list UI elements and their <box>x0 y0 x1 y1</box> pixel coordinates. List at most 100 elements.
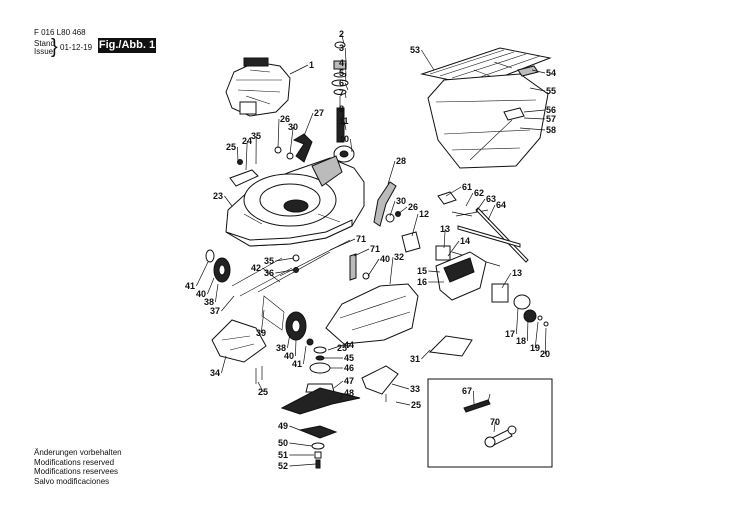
callout-number-37: 37 <box>210 306 220 316</box>
leader-line <box>196 261 209 287</box>
leader-line <box>275 269 295 274</box>
callout-number-31: 31 <box>410 354 420 364</box>
callout-number-1: 1 <box>309 60 314 70</box>
callout-number-30: 30 <box>396 196 406 206</box>
leader-line <box>287 333 291 349</box>
leader-line <box>295 339 297 357</box>
tools-box <box>427 378 553 468</box>
callout-number-25: 25 <box>258 387 268 397</box>
leader-line <box>527 317 529 342</box>
handle-rods <box>437 191 529 263</box>
callout-number-58: 58 <box>546 125 556 135</box>
leader-line <box>544 327 547 355</box>
leader-line <box>387 160 396 185</box>
callout-number-12: 12 <box>419 209 429 219</box>
callout-number-54: 54 <box>546 68 556 78</box>
callout-number-5: 5 <box>339 68 344 78</box>
callout-number-6: 6 <box>339 78 344 88</box>
callout-number-47: 47 <box>344 376 354 386</box>
leader-line <box>303 112 314 137</box>
callout-number-16: 16 <box>417 277 427 287</box>
leader-line <box>341 33 345 45</box>
brace-icon: } <box>51 36 58 58</box>
leader-line <box>245 140 248 171</box>
leader-line <box>421 49 435 71</box>
leader-line <box>367 258 380 277</box>
callout-number-15: 15 <box>417 266 427 276</box>
callout-number-40: 40 <box>196 289 206 299</box>
callout-number-64: 64 <box>496 200 506 210</box>
callout-number-46: 46 <box>344 363 354 373</box>
leader-line <box>475 198 486 213</box>
leader-line <box>350 138 353 153</box>
callout-number-40: 40 <box>380 254 390 264</box>
document-id: F 016 L80 468 <box>34 28 86 37</box>
leader-line <box>523 117 546 120</box>
leader-line <box>531 69 546 74</box>
callout-number-4: 4 <box>339 58 344 68</box>
callout-number-49: 49 <box>278 421 288 431</box>
callout-number-26: 26 <box>280 114 290 124</box>
callout-number-2: 2 <box>339 29 344 39</box>
side-bracket <box>373 181 397 227</box>
callout-number-70: 70 <box>490 417 500 427</box>
callout-number-27: 27 <box>314 108 324 118</box>
leader-line <box>237 146 239 163</box>
leader-line <box>221 355 227 374</box>
leader-line <box>523 109 546 113</box>
leader-line <box>289 463 317 467</box>
callout-number-35: 35 <box>251 131 261 141</box>
callout-number-40: 40 <box>284 351 294 361</box>
handle-bracket <box>292 133 313 163</box>
leader-line <box>501 272 512 289</box>
leader-line <box>289 126 294 155</box>
callout-number-53: 53 <box>410 45 420 55</box>
callout-number-10: 10 <box>339 134 349 144</box>
callout-number-18: 18 <box>516 336 526 346</box>
leader-line <box>519 127 546 131</box>
callout-number-50: 50 <box>278 438 288 448</box>
leader-line <box>487 204 496 221</box>
leader-line <box>215 283 219 303</box>
callout-number-71: 71 <box>356 234 366 244</box>
callout-number-44: 44 <box>344 340 354 350</box>
grass-box <box>420 47 552 169</box>
callout-number-38: 38 <box>204 297 214 307</box>
footnote-line: Modifications reservees <box>34 467 119 477</box>
leader-line <box>421 349 431 360</box>
callout-number-34: 34 <box>210 368 220 378</box>
callout-number-67: 67 <box>462 386 472 396</box>
leader-line <box>428 270 441 273</box>
blade-guard <box>325 283 473 402</box>
callout-number-7: 7 <box>339 88 344 98</box>
callout-number-39: 39 <box>256 328 266 338</box>
leader-line <box>344 92 347 99</box>
leader-line <box>289 425 301 431</box>
engine-part <box>225 57 291 117</box>
callout-number-61: 61 <box>462 182 472 192</box>
callout-number-30: 30 <box>288 122 298 132</box>
footnote-line: Salvo modificaciones <box>34 476 110 486</box>
issue-date: 01-12-19 <box>60 43 93 52</box>
leader-line <box>534 321 539 349</box>
issue-label: Issue <box>34 47 54 56</box>
front-bracket <box>211 319 267 384</box>
callout-number-33: 33 <box>410 384 420 394</box>
leader-line <box>493 421 496 433</box>
leader-line <box>348 343 351 349</box>
callout-number-19: 19 <box>530 343 540 353</box>
leader-line <box>344 47 347 63</box>
callout-number-17: 17 <box>505 329 515 339</box>
leader-line <box>327 344 344 351</box>
leader-line <box>411 213 419 237</box>
callout-number-3: 3 <box>339 43 344 53</box>
leader-line <box>221 295 235 312</box>
callout-number-14: 14 <box>460 236 470 246</box>
callout-number-8: 8 <box>339 104 344 114</box>
leader-line <box>465 192 474 207</box>
blade-shaft-stack <box>331 41 355 163</box>
blade-stack <box>280 346 361 469</box>
leader-line <box>344 82 349 91</box>
callout-number-38: 38 <box>276 343 286 353</box>
